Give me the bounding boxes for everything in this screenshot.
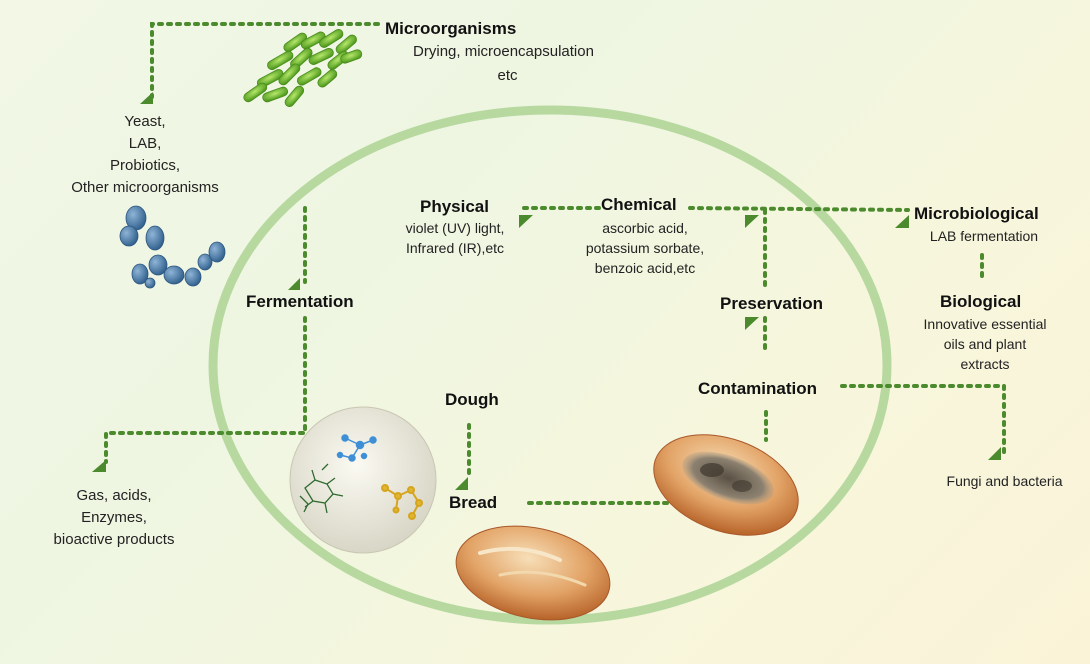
physical-title: Physical xyxy=(420,197,489,216)
microbe-type-1: Yeast, xyxy=(124,113,166,130)
biological-line-3: extracts xyxy=(960,356,1010,372)
arrow-head-icon xyxy=(455,477,468,490)
physical-line-1: violet (UV) light, xyxy=(405,220,505,236)
physical-line-2: Infrared (IR),etc xyxy=(405,240,505,256)
microbiological-line-1: LAB fermentation xyxy=(929,228,1039,244)
ferment-product-3: bioactive products xyxy=(53,531,175,548)
chemical-line-2: potassium sorbate, xyxy=(585,240,705,256)
arrowheads xyxy=(92,92,1001,490)
rod-bacteria-image xyxy=(243,29,363,107)
microorganisms-title: Microorganisms xyxy=(385,19,517,38)
arrow-head-icon xyxy=(519,215,533,228)
microorganisms-line-2: etc xyxy=(497,67,518,84)
yeast-cells-image xyxy=(119,205,226,289)
molecule-yellow-icon xyxy=(381,484,423,520)
fermentation-title: Fermentation xyxy=(246,292,354,311)
microbe-type-3: Probiotics, xyxy=(109,157,181,174)
ferment-product-2: Enzymes, xyxy=(81,509,147,526)
arrow-head-icon xyxy=(140,92,153,104)
biological-title: Biological xyxy=(940,292,1022,311)
fungi-bacteria-label: Fungi and bacteria xyxy=(946,473,1063,489)
arrow-head-icon xyxy=(745,317,759,330)
arrow-head-icon xyxy=(745,215,759,228)
fresh-bread-image xyxy=(455,525,611,621)
microorganisms-line-1: Drying, microencapsulation xyxy=(413,43,594,60)
bread-title: Bread xyxy=(449,493,498,512)
molecule-green-icon xyxy=(299,463,344,514)
microbe-type-2: LAB, xyxy=(128,135,162,152)
connector-contamination-fungi xyxy=(840,384,1006,454)
chemical-line-1: ascorbic acid, xyxy=(602,220,688,236)
chemical-title: Chemical xyxy=(601,195,677,214)
connectors xyxy=(104,22,1006,505)
arrow-head-icon xyxy=(92,460,106,472)
connector-microorganisms-to-types xyxy=(150,22,380,99)
molecule-blue-icon xyxy=(336,434,377,462)
microbiological-title: Microbiological xyxy=(914,204,1039,223)
arrow-head-icon xyxy=(988,447,1001,460)
chemical-line-3: benzoic acid,etc xyxy=(594,260,696,276)
connector-chemical-microbiological xyxy=(688,206,910,212)
preservation-title: Preservation xyxy=(720,294,823,313)
ferment-product-1: Gas, acids, xyxy=(76,487,152,504)
dough-image xyxy=(289,406,437,554)
contamination-title: Contamination xyxy=(698,379,817,398)
contaminated-bread-image xyxy=(653,434,799,536)
microbe-type-4: Other microorganisms xyxy=(71,179,219,196)
biological-line-1: Innovative essential xyxy=(923,316,1047,332)
biological-line-2: oils and plant xyxy=(943,336,1027,352)
arrow-head-icon xyxy=(288,278,300,290)
arrow-head-icon xyxy=(895,215,909,228)
connector-fermentation-down xyxy=(104,316,307,464)
dough-title: Dough xyxy=(445,390,499,409)
